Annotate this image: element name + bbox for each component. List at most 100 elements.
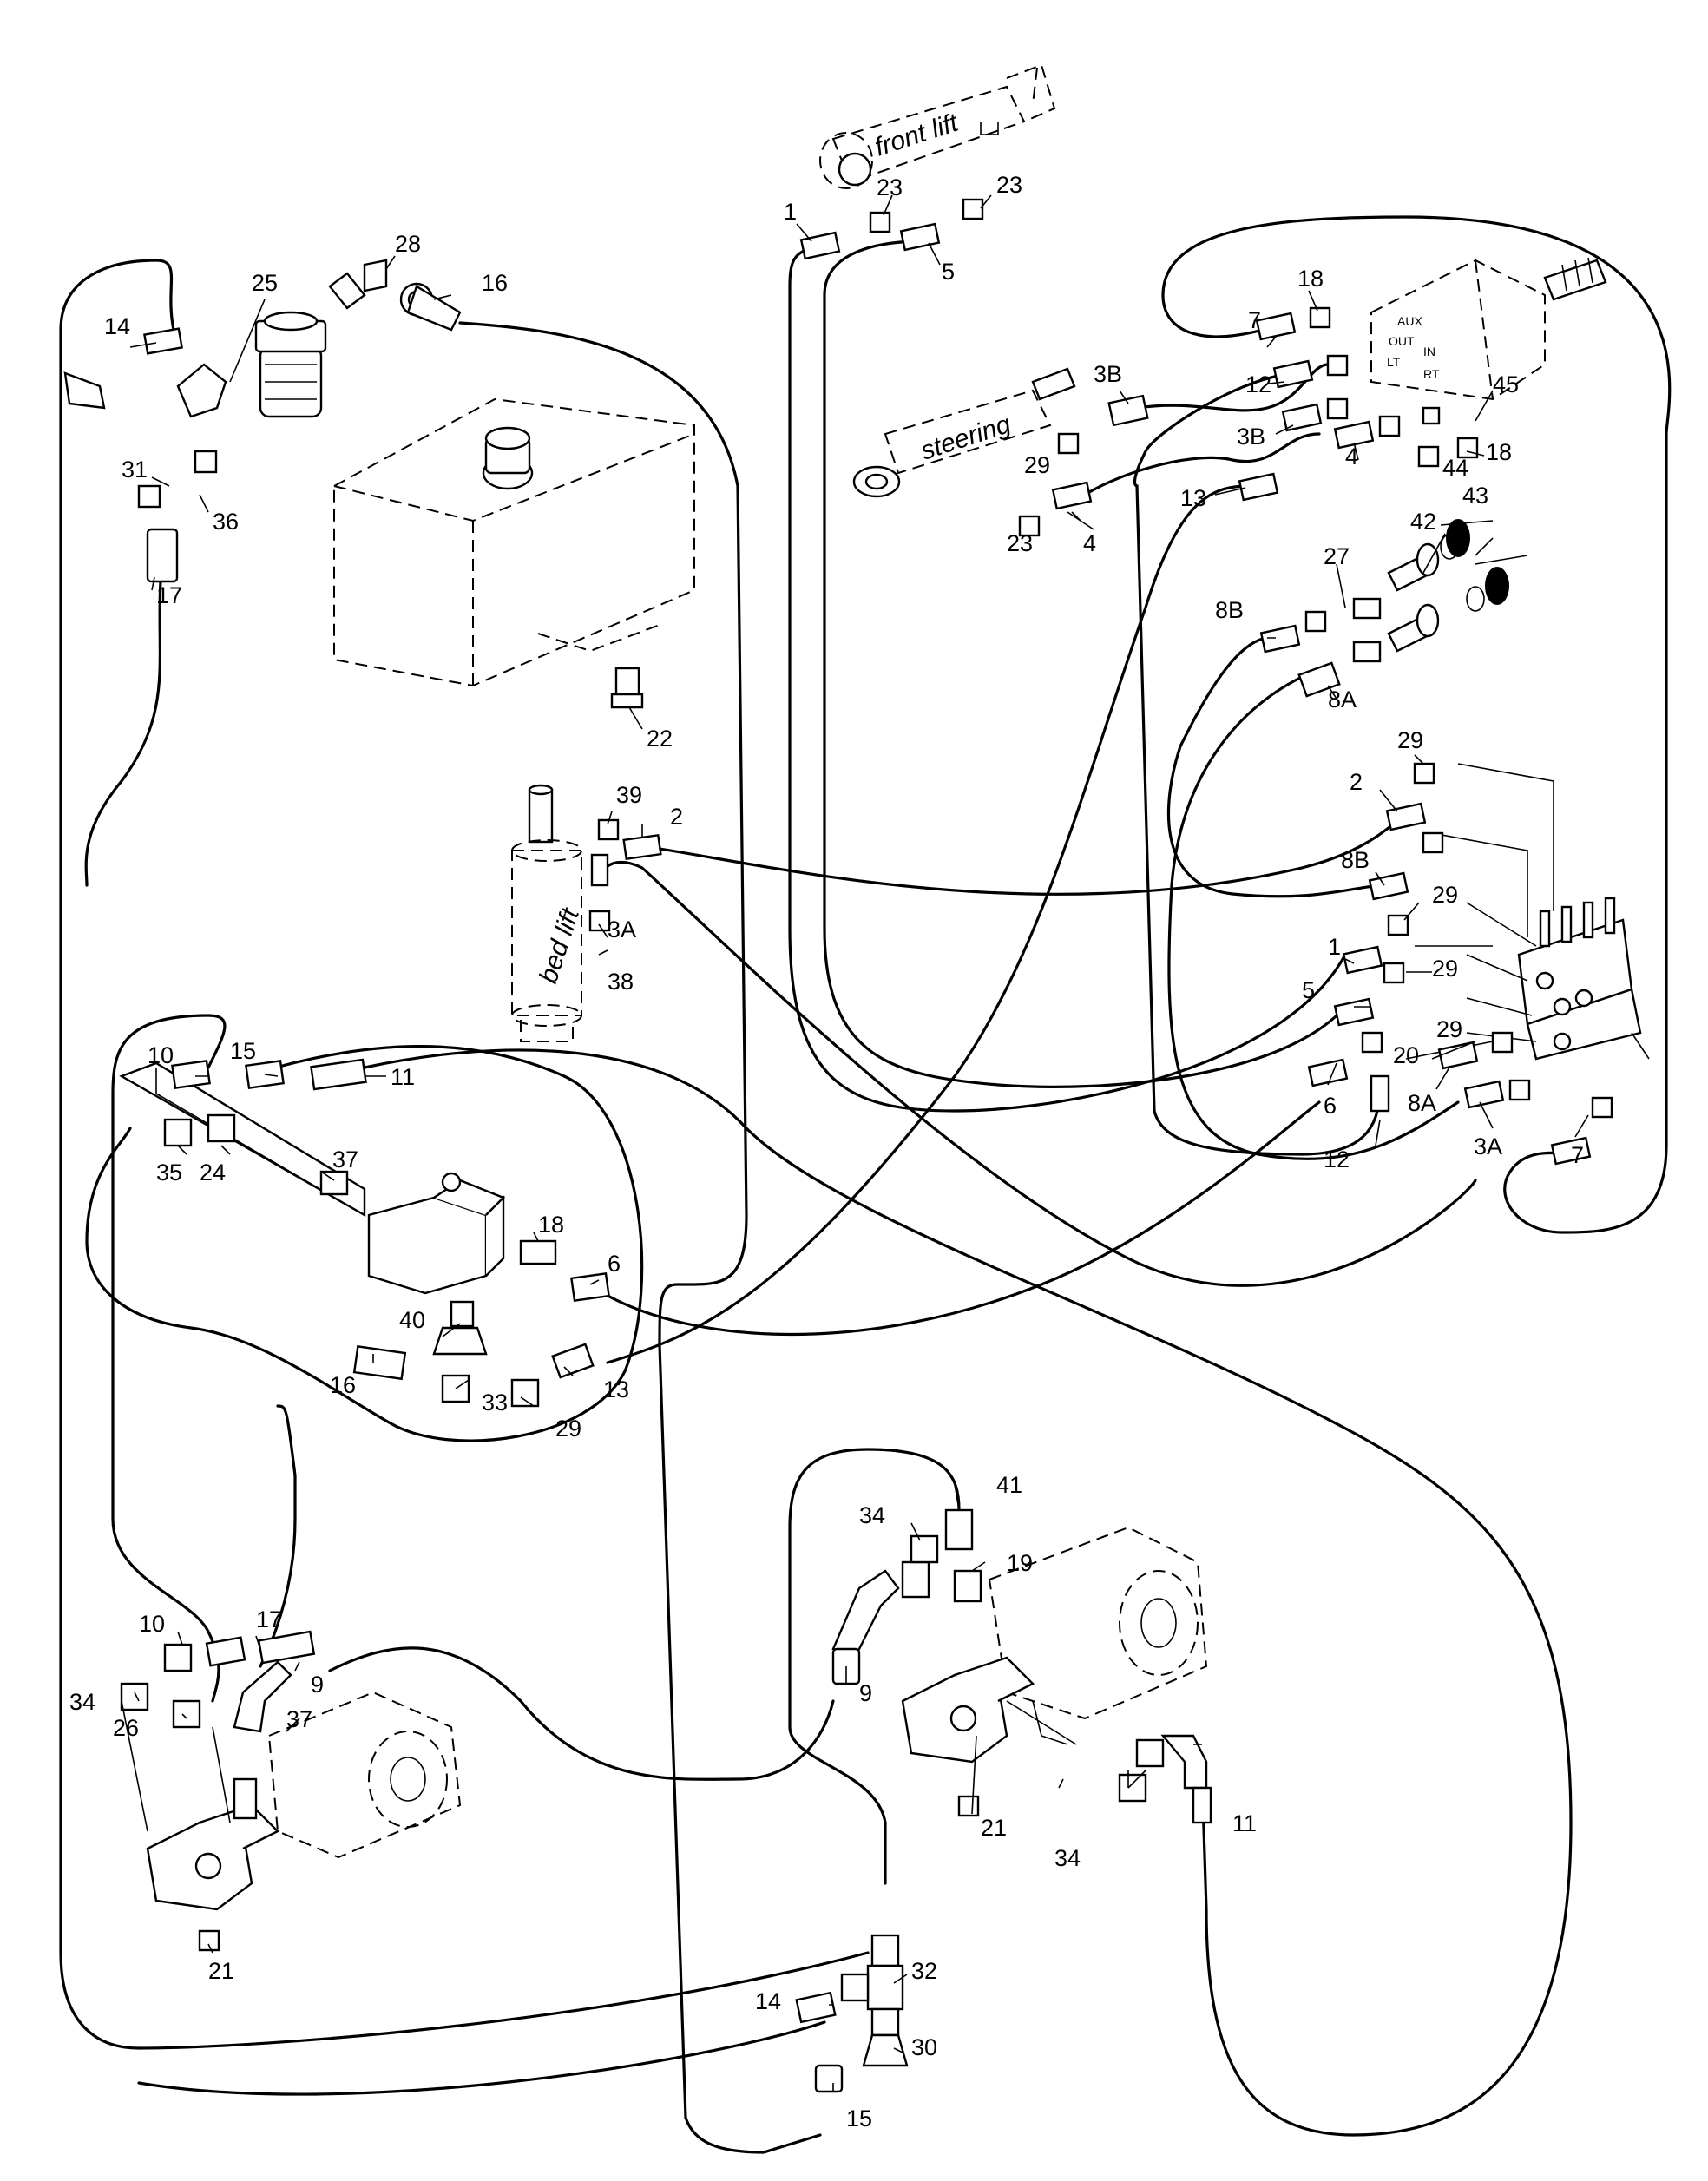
right-lower-pump	[901, 1526, 1208, 1817]
callout-18: 18	[1486, 439, 1512, 465]
callout-14: 14	[755, 1988, 781, 2014]
callout-34: 34	[1054, 1845, 1081, 1871]
callout-7: 7	[1248, 307, 1261, 333]
hose-17	[84, 580, 162, 887]
hose-11	[363, 1048, 1573, 2137]
callout-10: 10	[148, 1042, 174, 1068]
callout-41: 41	[996, 1472, 1022, 1498]
callout-2: 2	[670, 804, 683, 830]
callout-29: 29	[1024, 452, 1050, 478]
callout-11: 11	[1232, 1810, 1257, 1836]
callout-13: 13	[603, 1376, 629, 1403]
callout-10: 10	[139, 1611, 165, 1637]
callout-1: 1	[784, 199, 797, 225]
callout-23: 23	[877, 174, 903, 200]
hose-3B	[1135, 363, 1330, 412]
callout-7: 7	[1571, 1142, 1584, 1168]
hose-9	[328, 1646, 835, 1781]
callout-23: 23	[1007, 530, 1033, 556]
valve-port-in: IN	[1423, 345, 1435, 358]
callout-4: 4	[1345, 443, 1358, 470]
callout-8A: 8A	[1408, 1090, 1436, 1116]
callout-2: 2	[1350, 769, 1363, 795]
fittings	[63, 198, 1613, 2024]
callout-3B: 3B	[1237, 424, 1265, 450]
filter	[176, 259, 462, 418]
callout-labels: 1 23 23 5 25 28 16 14 31 36 17 22 18 7 1…	[69, 172, 1584, 2132]
tee-fitting	[814, 1934, 909, 2093]
callout-15: 15	[846, 2105, 872, 2132]
callout-18: 18	[1297, 266, 1324, 292]
callout-37: 37	[332, 1146, 358, 1173]
hose-4	[1083, 432, 1321, 496]
hose-lines	[59, 215, 1672, 2154]
callout-3A: 3A	[1474, 1133, 1502, 1159]
hose-2	[658, 814, 1408, 896]
valve-port-aux: AUX	[1397, 314, 1422, 328]
callout-12: 12	[1324, 1146, 1350, 1173]
callout-39: 39	[616, 782, 642, 808]
callout-36: 36	[213, 509, 239, 535]
front-lift-label: front lift	[871, 108, 962, 161]
hose-14-17	[59, 259, 870, 2050]
callout-35: 35	[156, 1159, 182, 1186]
hose-8B	[1166, 636, 1390, 898]
callout-22: 22	[647, 726, 673, 752]
callout-4: 4	[1083, 530, 1096, 556]
callout-15: 15	[230, 1038, 256, 1064]
callout-9: 9	[859, 1680, 872, 1706]
valve-port-out: OUT	[1389, 334, 1415, 348]
callout-6: 6	[1324, 1093, 1337, 1119]
callout-43: 43	[1462, 483, 1488, 509]
callout-21: 21	[981, 1815, 1007, 1841]
callout-29: 29	[1432, 956, 1458, 982]
quick-couplers	[1387, 519, 1528, 653]
callout-14: 14	[104, 313, 130, 339]
callout-29: 29	[555, 1416, 581, 1442]
callout-42: 42	[1410, 509, 1436, 535]
callout-26: 26	[113, 1715, 139, 1741]
hose-41	[788, 1448, 961, 1885]
callout-6: 6	[608, 1251, 621, 1277]
hose-7	[1161, 215, 1672, 1234]
callout-21: 21	[208, 1958, 234, 1984]
callout-27: 27	[1324, 543, 1350, 569]
callout-34: 34	[69, 1689, 95, 1715]
hose-8A	[1167, 675, 1460, 1160]
hose-16	[458, 321, 822, 2154]
callout-32: 32	[911, 1958, 937, 1984]
valve-port-rt: RT	[1423, 367, 1440, 381]
callout-40: 40	[399, 1307, 425, 1333]
callout-24: 24	[200, 1159, 226, 1186]
callout-1: 1	[1328, 934, 1341, 960]
bed-lift-cylinder: bed lift	[511, 784, 585, 1042]
callout-19: 19	[1007, 1550, 1033, 1576]
callout-16: 16	[330, 1372, 356, 1398]
callout-leaders	[121, 194, 1589, 2092]
callout-8B: 8B	[1341, 847, 1370, 873]
callout-20: 20	[1393, 1042, 1419, 1068]
callout-29: 29	[1432, 882, 1458, 908]
hose-17b	[259, 1404, 297, 1668]
hose-12	[1133, 373, 1382, 1156]
steering-label: steering	[917, 410, 1015, 465]
callout-12: 12	[1245, 371, 1271, 397]
callout-11: 11	[391, 1064, 415, 1090]
callout-8B: 8B	[1215, 597, 1244, 623]
hose-5	[823, 240, 1347, 1088]
hydraulic-tank	[333, 397, 695, 709]
callout-8A: 8A	[1328, 686, 1357, 713]
callout-31: 31	[122, 457, 148, 483]
main-pump	[119, 1061, 506, 1356]
hose-3A	[597, 860, 1477, 1287]
callout-9: 9	[311, 1672, 324, 1698]
control-valve-upper: AUX OUT IN LT RT	[1370, 257, 1607, 401]
callout-3B: 3B	[1094, 361, 1122, 387]
callout-29: 29	[1397, 727, 1423, 753]
callout-17: 17	[256, 1606, 282, 1632]
callout-16: 16	[482, 270, 508, 296]
callout-23: 23	[996, 172, 1022, 198]
callout-30: 30	[911, 2034, 937, 2060]
hose-14b	[137, 2020, 826, 2096]
